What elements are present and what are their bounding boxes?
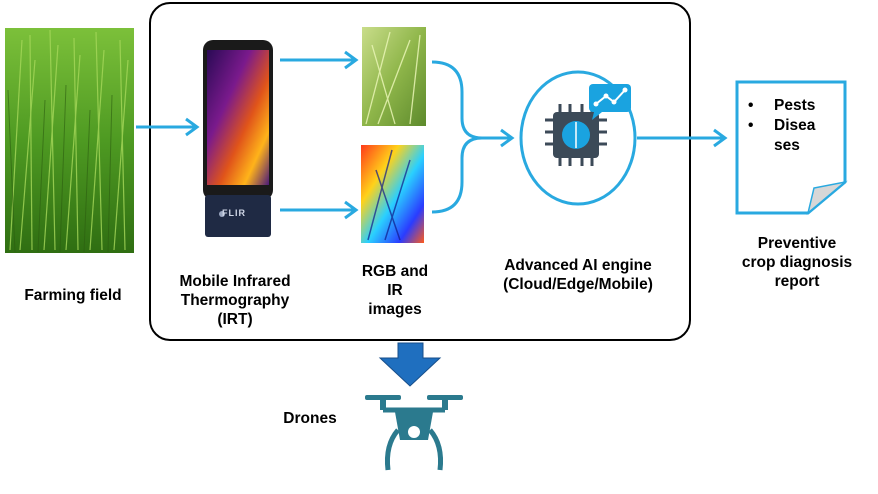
arrow-field-to-irt <box>136 117 200 137</box>
rgb-image <box>362 27 426 126</box>
rgb-ir-images-label: RGB and IR images <box>361 263 429 318</box>
main-system-box <box>149 2 691 341</box>
report-item-pests: • Pests <box>748 97 816 114</box>
down-arrow-to-drones <box>378 342 442 387</box>
report-item-diseases: • Disea ses <box>748 117 816 154</box>
report-items: • Pests • Disea ses <box>748 96 843 156</box>
flir-phone-device <box>203 40 273 237</box>
arrow-irt-to-ir <box>280 200 359 220</box>
ai-engine-icon <box>519 70 637 206</box>
arrow-irt-to-rgb <box>280 50 359 70</box>
drone-icon <box>365 395 463 471</box>
ir-image <box>361 145 424 243</box>
merge-brace <box>431 60 515 214</box>
irt-label: Mobile Infrared Thermography (IRT) <box>179 273 291 328</box>
farming-field-image <box>5 28 134 253</box>
drones-label: Drones <box>283 410 337 427</box>
report-label: Preventive crop diagnosis report <box>741 235 853 290</box>
report-document-icon <box>735 80 848 216</box>
flir-brand-label: FLIR <box>222 208 246 218</box>
arrow-ai-to-report <box>637 128 728 148</box>
farming-field-label: Farming field <box>24 287 122 304</box>
ai-engine-label: Advanced AI engine (Cloud/Edge/Mobile) <box>503 257 653 293</box>
